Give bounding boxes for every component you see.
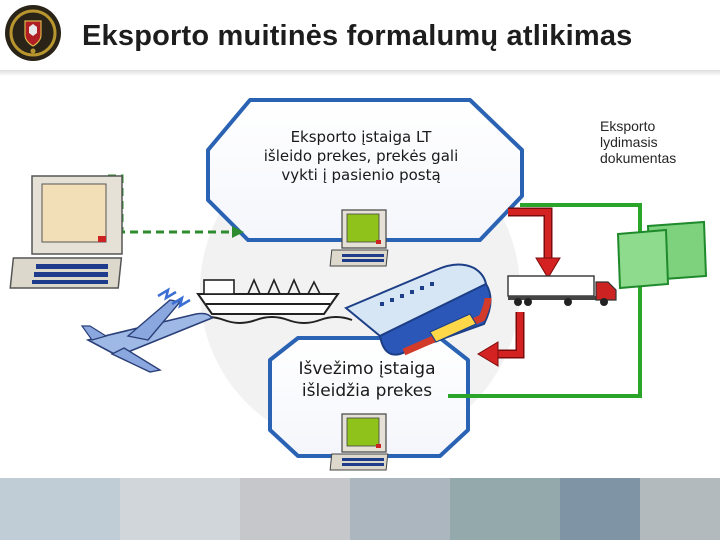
bottom-photo-strip [0,478,720,540]
export-office-label: Eksporto įstaiga LT išleido prekes, prek… [226,128,496,185]
exit-office-label: Išvežimo įstaiga išleidžia prekes [272,358,462,402]
document-label: Eksporto lydimasis dokumentas [600,118,710,166]
truck-icon [508,276,616,306]
motion-lines [158,290,190,306]
jet-icon [82,290,212,372]
document-icon [618,222,706,288]
computer-icon [10,176,122,288]
